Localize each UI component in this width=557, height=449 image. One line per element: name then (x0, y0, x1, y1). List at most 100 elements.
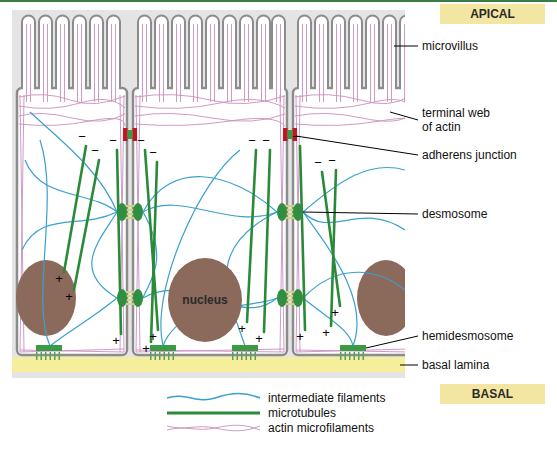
microvillus (172, 16, 185, 103)
microvillus (206, 16, 219, 103)
legend-line (167, 425, 260, 430)
polarity-sign: + (320, 326, 332, 340)
polarity-sign: + (63, 290, 75, 304)
microtubule (264, 150, 270, 332)
actin-filament (295, 99, 405, 108)
polarity-sign: − (290, 130, 302, 144)
polarity-sign: − (260, 134, 272, 148)
adherens-junctions (123, 128, 297, 141)
desmosome-plaque (117, 203, 127, 221)
nucleus-shape (16, 260, 76, 336)
hemidesmosome-plaque (36, 345, 62, 351)
nucleus-shape (357, 260, 405, 336)
actin-filament (295, 118, 405, 126)
microvillus (107, 16, 120, 103)
desmosome-plaque (293, 289, 303, 307)
legend-text: microtubules (268, 406, 336, 420)
microvillus (400, 16, 405, 103)
leader-line (303, 212, 418, 214)
actin-filament (135, 99, 285, 108)
microvillus (39, 16, 52, 103)
microtubule (331, 170, 336, 326)
intermediate-filament (30, 112, 117, 212)
cortical-actin (136, 95, 284, 352)
desmosome-plaque (277, 203, 287, 221)
cell-body (133, 88, 287, 355)
top-rule (0, 0, 557, 2)
hemidesmosome-plaque (150, 345, 176, 351)
intermediate-filament (92, 212, 117, 298)
leader-lines (296, 46, 418, 365)
legend-sample (165, 407, 262, 419)
legend-row: actin microfilaments (165, 421, 374, 435)
actin-filament (135, 118, 285, 126)
microtubule (247, 150, 256, 322)
polarity-sign: − (312, 156, 324, 170)
legend-line (167, 394, 260, 400)
intermediate-filament (303, 272, 405, 298)
nucleus: nucleus (168, 258, 242, 342)
polarity-sign: + (329, 306, 341, 320)
polarity-sign: + (110, 334, 122, 348)
microtubule (151, 162, 157, 342)
intermediate-filament (303, 212, 405, 230)
structure-label: desmosome (422, 207, 552, 221)
microvillus (257, 16, 270, 103)
region-tag: APICAL (440, 4, 545, 24)
microvillus (90, 16, 103, 103)
legend-text: actin microfilaments (268, 421, 374, 435)
structure-label: terminal web of actin (422, 106, 496, 134)
structure-label: adherens junction (422, 148, 552, 162)
microtubule (74, 160, 99, 290)
leader-line (390, 112, 418, 120)
adherens-plaque (283, 128, 288, 141)
region-tag: BASAL (440, 384, 545, 404)
leader-line (366, 336, 418, 348)
node-text: APICAL (470, 7, 515, 21)
hemidesmosome-anchor (232, 352, 258, 360)
polarity-sign: − (147, 146, 159, 160)
microvillus (56, 16, 69, 103)
leader-line (400, 365, 418, 366)
microvillus (315, 16, 328, 103)
microvillus (349, 16, 362, 103)
hemidesmosome-plaque (232, 345, 258, 351)
polarity-sign: + (294, 330, 306, 344)
microvillus (22, 16, 35, 103)
microtubule (64, 146, 86, 272)
cell-body (293, 88, 405, 355)
actin-filament (19, 99, 125, 108)
cadherin-link (288, 130, 293, 139)
structure-label: hemidesmosome (422, 329, 552, 343)
microvillus (332, 16, 345, 103)
polarity-sign: + (140, 342, 152, 356)
leader-line (296, 136, 418, 155)
polarity-sign: − (246, 134, 258, 148)
actin-filament (19, 118, 125, 126)
basal-lamina (12, 357, 405, 372)
polarity-sign: − (107, 134, 119, 148)
desmosome-plaque (133, 289, 143, 307)
legend-line (167, 426, 260, 431)
legend-text: intermediate filaments (268, 391, 385, 405)
desmosome-plaque (293, 203, 303, 221)
hemidesmosome-plaque (340, 345, 366, 351)
microvillus (383, 16, 396, 103)
epithelium (12, 10, 405, 378)
intermediate-filament (303, 298, 353, 346)
structure-label: microvillus (422, 39, 542, 53)
microvillus (155, 16, 168, 103)
microvillus (223, 16, 236, 103)
microvillus (240, 16, 253, 103)
microvillus (138, 16, 151, 103)
polarity-sign: + (236, 322, 248, 336)
polarity-sign: − (135, 134, 147, 148)
intermediate-filament (40, 140, 50, 346)
desmosome-plaque (117, 289, 127, 307)
hemidesmosomes (36, 345, 366, 356)
intermediate-filament (50, 298, 117, 346)
adherens-plaque (123, 128, 128, 141)
legend-row: intermediate filaments (165, 391, 385, 405)
polarity-sign: − (89, 144, 101, 158)
